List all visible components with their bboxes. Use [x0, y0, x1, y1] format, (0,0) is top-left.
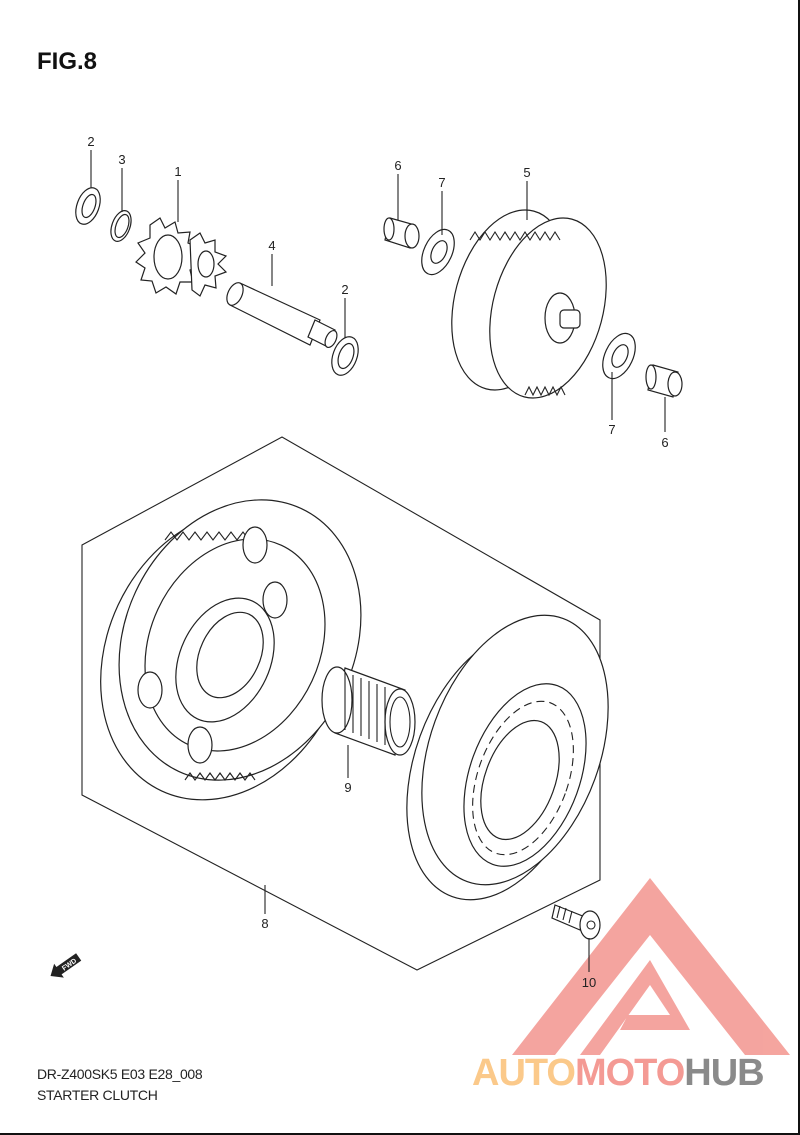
assembly-box-outline: [81, 436, 601, 971]
callout-3: 3: [118, 152, 125, 167]
callout-2-second: 2: [341, 282, 348, 297]
washer-part-7: [421, 228, 455, 276]
fwd-label: FWD: [61, 958, 78, 973]
callout-10: 10: [582, 975, 596, 990]
bolt-part-10: [551, 904, 601, 940]
callout-5: 5: [523, 165, 530, 180]
washer-part-7-second: [602, 332, 636, 380]
shaft-part-4: [226, 282, 338, 349]
callout-4: 4: [268, 238, 275, 253]
fwd-direction-arrow-icon: FWD: [50, 953, 82, 978]
washer-part-2: [75, 187, 101, 225]
needle-bearing-part-9: [321, 666, 416, 756]
leader-lines: [90, 150, 666, 972]
callout-7: 7: [438, 175, 445, 190]
model-code: DR-Z400SK5 E03 E28_008: [37, 1066, 203, 1082]
callout-2: 2: [87, 134, 94, 149]
callout-9: 9: [344, 780, 351, 795]
watermark-hub: HUB: [684, 1052, 764, 1094]
callout-7-second: 7: [608, 422, 615, 437]
callout-6-second: 6: [661, 435, 668, 450]
one-way-clutch: [406, 614, 609, 901]
bushing-part-6-second: [645, 364, 683, 398]
watermark-logo-triangle: [512, 878, 790, 1055]
bushing-part-6: [383, 217, 420, 249]
watermark-moto: MOTO: [574, 1052, 685, 1094]
callout-6: 6: [394, 158, 401, 173]
washer-part-2-second: [331, 336, 359, 376]
watermark-auto: AUTO: [472, 1052, 576, 1094]
driven-gear-part-5: [451, 209, 607, 399]
diagram-name: STARTER CLUTCH: [37, 1087, 158, 1103]
watermark-text: AUTOMOTOHUB: [472, 1052, 765, 1095]
gear-part-1: [135, 217, 228, 297]
circlip-part-3: [110, 210, 132, 242]
callout-8: 8: [261, 916, 268, 931]
figure-title: FIG.8: [37, 48, 98, 75]
starter-driven-gear-part-8: [100, 499, 362, 801]
callout-1: 1: [174, 164, 181, 179]
